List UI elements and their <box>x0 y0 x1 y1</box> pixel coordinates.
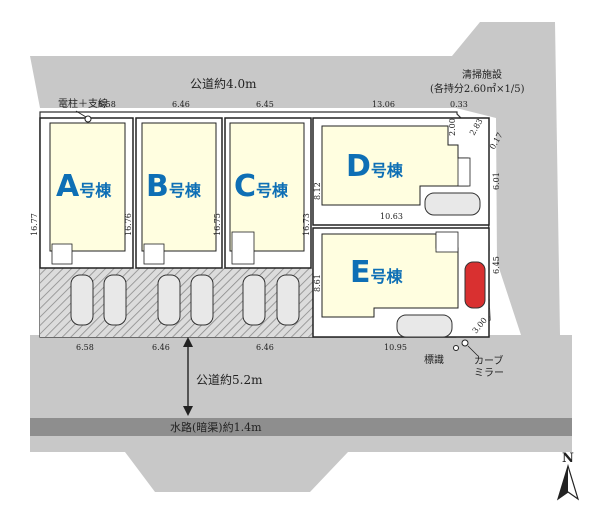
dim-d-bottom: 10.63 <box>380 212 403 221</box>
lot-d-label: D号棟 <box>346 149 404 184</box>
dim-c-right: 16.73 <box>302 213 311 236</box>
dim-bottom-a: 6.58 <box>76 343 94 352</box>
lot-a-label: A号棟 <box>56 169 112 204</box>
lot-d <box>312 117 490 226</box>
dim-top-b: 6.46 <box>172 100 190 109</box>
dim-e-right: 6.45 <box>492 256 501 274</box>
mirror-label-line1: カーブ <box>474 354 503 367</box>
dim-a-right: 16.76 <box>124 213 133 236</box>
curve-mirror-icon <box>461 339 469 347</box>
dim-top-clean: 0.33 <box>450 100 468 109</box>
road-north-label: 公道約4.0m <box>190 76 257 91</box>
dim-top-d: 13.06 <box>372 100 395 109</box>
car <box>276 274 300 326</box>
waterway-label: 水路(暗渠)約1.4m <box>170 420 262 434</box>
lot-a <box>39 117 134 269</box>
dim-top-c: 6.45 <box>256 100 274 109</box>
lot-b-label: B号棟 <box>146 169 202 204</box>
car <box>396 314 453 338</box>
cars <box>70 192 486 338</box>
north-arrow-icon <box>556 463 580 501</box>
dim-a-left: 16.77 <box>30 213 39 236</box>
road-south-area <box>30 335 572 418</box>
car <box>103 274 127 326</box>
car <box>190 274 214 326</box>
dim-bottom-b: 6.46 <box>152 343 170 352</box>
car <box>157 274 181 326</box>
sign-icon <box>453 345 459 351</box>
compass-label: N <box>562 451 574 466</box>
dim-top-a: 6.58 <box>98 100 116 109</box>
road-south-label: 公道約5.2m <box>196 372 263 387</box>
road-width-arrow <box>183 337 193 416</box>
road-north-area <box>30 22 560 335</box>
dim-b-right: 16.75 <box>213 213 222 236</box>
car <box>242 274 266 326</box>
lot-c <box>224 117 312 269</box>
lot-e-label: E号棟 <box>350 255 404 290</box>
utility-pole-icon <box>84 115 92 123</box>
dim-d-left: 8.12 <box>313 182 322 200</box>
lower-road-area <box>30 436 572 492</box>
car <box>424 192 481 216</box>
dim-bottom-c: 6.46 <box>256 343 274 352</box>
dim-d-step1: 2.00 <box>448 118 457 136</box>
lot-b <box>135 117 223 269</box>
mirror-label-line2: ミラー <box>474 367 504 379</box>
car <box>70 274 94 326</box>
sign-label: 標識 <box>424 353 444 366</box>
lot-c-label: C号棟 <box>234 169 289 204</box>
pole-label: 電柱＋支線 <box>58 97 108 110</box>
cleaning-share-label: (各持分2.60㎡×1/5) <box>430 82 525 95</box>
waterway-strip <box>30 418 572 436</box>
cleaning-facility-label: 清掃施設 <box>462 68 502 81</box>
dim-d-right: 6.01 <box>492 172 501 190</box>
dim-e-left: 8.61 <box>313 274 322 292</box>
dim-e-bottom: 10.95 <box>384 343 407 352</box>
car-red <box>464 261 486 309</box>
